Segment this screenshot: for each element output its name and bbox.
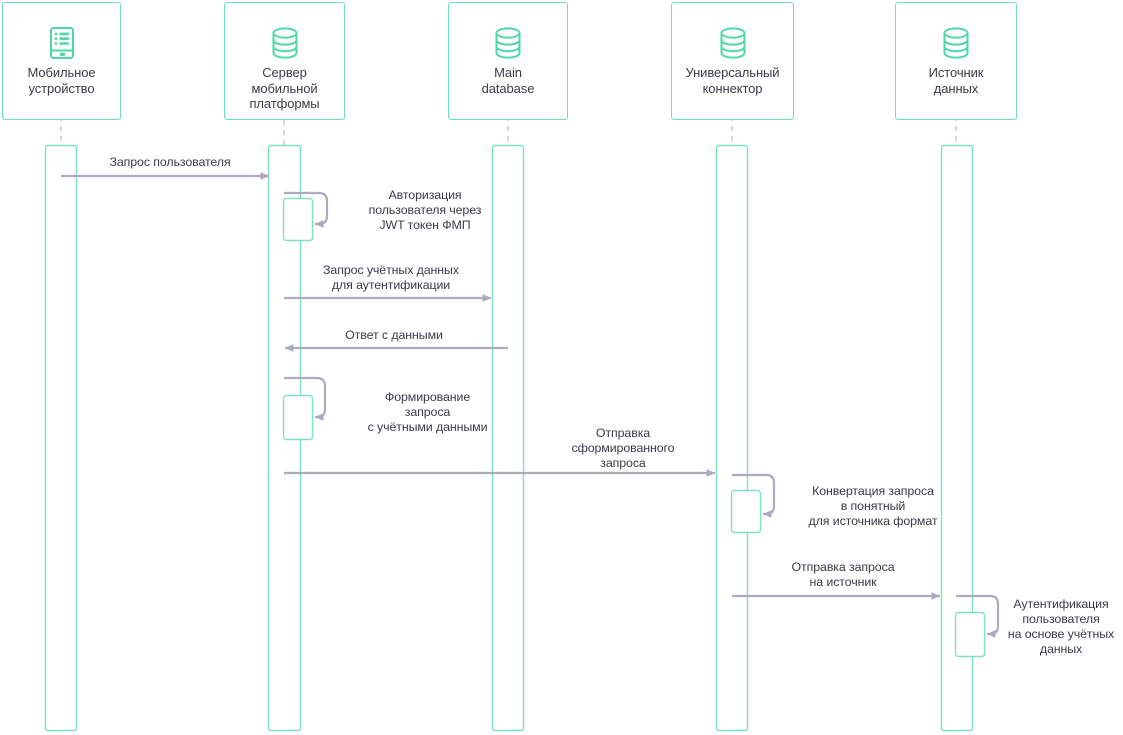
self-call-authenticate bbox=[956, 594, 1000, 638]
database-icon bbox=[493, 23, 523, 63]
activation-data-source bbox=[940, 144, 974, 732]
participant-label-main-database: Main database bbox=[481, 65, 535, 96]
nested-activation-authorization bbox=[282, 197, 314, 242]
participant-main-database[interactable]: Main database bbox=[448, 2, 568, 120]
participant-label-universal-connector: Универсальный коннектор bbox=[685, 65, 780, 96]
database-icon bbox=[941, 23, 971, 63]
self-call-authorization bbox=[284, 191, 329, 228]
self-call-convert-request bbox=[732, 473, 776, 518]
message-label-authenticate: Аутентификация пользователя на основе уч… bbox=[1007, 597, 1115, 656]
nested-activation-build-request bbox=[282, 394, 314, 441]
message-label-user-request: Запрос пользователя bbox=[109, 155, 231, 169]
participant-mobile-device[interactable]: Мобильное устройство bbox=[2, 2, 121, 120]
participant-label-mobile-device: Мобильное устройство bbox=[27, 65, 96, 96]
nested-activation-authenticate bbox=[954, 611, 986, 658]
participant-label-mobile-platform: Сервер мобильной платформы bbox=[249, 65, 320, 111]
participant-mobile-platform[interactable]: Сервер мобильной платформы bbox=[224, 2, 345, 120]
message-label-authorization: Авторизация пользователя через JWT токен… bbox=[368, 188, 482, 232]
database-icon bbox=[270, 23, 300, 63]
message-label-build-request: Формирование запроса с учётными данными bbox=[367, 390, 488, 434]
self-call-build-request-path bbox=[284, 376, 327, 421]
message-label-send-built-request: Отправка сформированного запроса bbox=[571, 426, 675, 470]
message-label-data-response: Ответ с данными bbox=[345, 328, 443, 342]
activation-universal-connector bbox=[715, 144, 749, 732]
database-icon bbox=[718, 23, 748, 63]
message-label-convert-request: Конвертация запроса в понятный для источ… bbox=[808, 484, 938, 528]
self-call-authenticate-path bbox=[956, 594, 1000, 638]
activation-bars bbox=[44, 144, 974, 732]
participant-label-data-source: Источник данных bbox=[928, 65, 984, 96]
mobile-device-icon bbox=[49, 23, 75, 63]
participant-universal-connector[interactable]: Универсальный коннектор bbox=[671, 2, 794, 120]
self-call-build-request bbox=[284, 376, 327, 421]
activation-mobile-device bbox=[44, 144, 78, 732]
activation-main-database bbox=[491, 144, 525, 732]
self-call-authorization-path bbox=[284, 191, 329, 228]
self-call-convert-request-path bbox=[732, 473, 776, 518]
participant-data-source[interactable]: Источник данных bbox=[895, 2, 1017, 120]
message-label-credentials-request: Запрос учётных данных для аутентификации bbox=[323, 263, 459, 292]
message-label-send-to-source: Отправка запроса на источник bbox=[791, 560, 895, 589]
nested-activation-convert-request bbox=[730, 489, 762, 534]
